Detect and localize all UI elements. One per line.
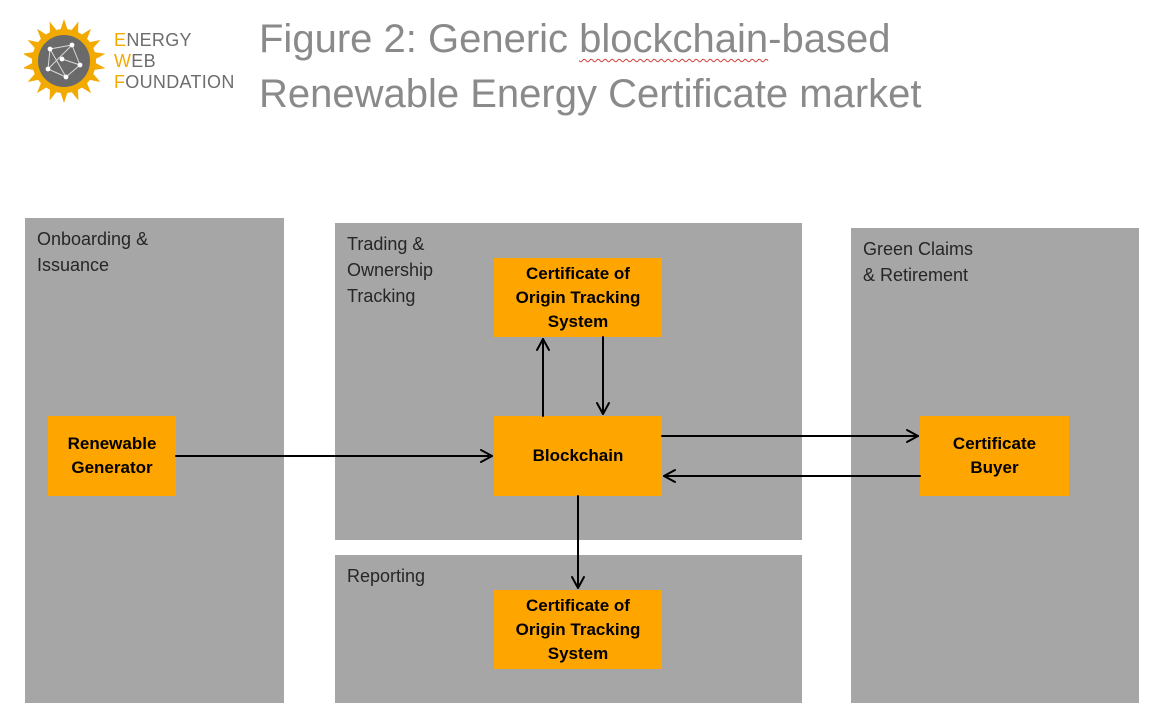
box-renewable-generator: Renewable Generator [48, 416, 176, 496]
arrow-blockchain-to-buyer [661, 429, 919, 443]
title-line-2: Renewable Energy Certificate market [259, 72, 922, 116]
panel-label-onboarding: Onboarding & Issuance [37, 229, 149, 275]
title-spellcheck-word: blockchain [579, 17, 769, 61]
panel-label-green-claims: Green Claims & Retirement [863, 239, 974, 285]
logo-line-web: WEB [114, 51, 235, 72]
panel-label-trading: Trading & Ownership Tracking [347, 234, 434, 306]
logo-wordmark: ENERGY WEB FOUNDATION [114, 30, 235, 93]
arrow-cots-top-to-blockchain [596, 336, 610, 415]
box-certificate-buyer: Certificate Buyer [920, 416, 1069, 496]
arrow-buyer-to-blockchain [663, 469, 921, 483]
figure-title: Figure 2: Generic blockchain-based Renew… [259, 12, 1059, 122]
energy-web-foundation-logo: ENERGY WEB FOUNDATION [22, 16, 244, 106]
logo-accent-letter: F [114, 72, 126, 92]
arrow-generator-to-blockchain [175, 449, 493, 463]
logo-line-rest: OUNDATION [125, 72, 235, 92]
box-cots-bottom: Certificate of Origin Tracking System [494, 590, 662, 669]
box-label: Certificate Buyer [952, 434, 1037, 477]
box-blockchain: Blockchain [494, 416, 662, 496]
box-label: Renewable Generator [67, 434, 157, 477]
box-cots-top: Certificate of Origin Tracking System [494, 258, 662, 337]
title-line-1: Figure 2: Generic blockchain-based [259, 12, 1059, 67]
sun-network-icon [22, 19, 106, 103]
title-prefix: Figure 2: Generic [259, 17, 580, 61]
panel-label-reporting: Reporting [347, 566, 426, 586]
logo-line-rest: NERGY [126, 30, 192, 50]
box-label: Certificate of Origin Tracking System [515, 263, 641, 331]
box-label: Certificate of Origin Tracking System [515, 595, 641, 663]
logo-line-foundation: FOUNDATION [114, 72, 235, 93]
arrow-blockchain-to-cots-top [536, 338, 550, 417]
arrow-blockchain-to-cots-bottom [571, 495, 585, 589]
title-suffix: -based [768, 17, 891, 61]
box-label: Blockchain [532, 446, 624, 465]
logo-line-rest: EB [131, 51, 156, 71]
logo-accent-letter: W [114, 51, 132, 71]
logo-line-energy: ENERGY [114, 30, 235, 51]
logo-accent-letter: E [114, 30, 127, 50]
